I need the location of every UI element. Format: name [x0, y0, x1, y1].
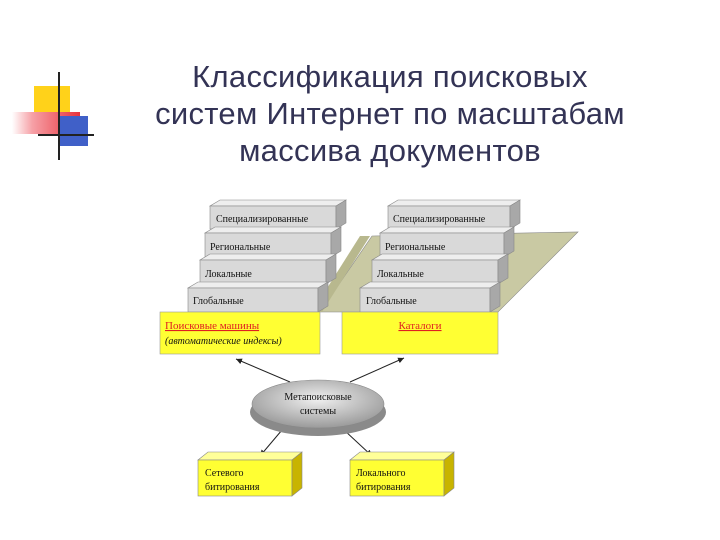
arrow-to-catalogs — [349, 357, 405, 383]
left-level-1-side — [335, 199, 347, 230]
network-cache-box-group: Сетевого битирования — [197, 451, 303, 497]
network-cache-box — [197, 459, 293, 497]
left-level-3-side — [325, 253, 337, 285]
left-level-3-label: Локальные — [205, 269, 252, 280]
meta-search-line-1: Метапоисковые — [284, 392, 352, 403]
left-level-4-top — [186, 281, 330, 289]
decor-blue-square — [58, 116, 88, 146]
network-cache-side — [291, 451, 303, 497]
left-level-2-box — [204, 232, 332, 258]
search-engines-sublabel: (автоматические индексы) — [165, 336, 282, 347]
right-level-2-side — [503, 226, 515, 258]
left-level-2-side — [330, 226, 342, 258]
right-level-4-label: Глобальные — [366, 296, 417, 307]
left-stack: Специализированные Региональные Локальны… — [159, 199, 348, 355]
catalogs-box — [341, 311, 499, 355]
network-cache-line-2: битирования — [205, 482, 260, 493]
right-level-1-label: Специализированные — [393, 214, 486, 225]
left-level-2-top — [203, 226, 343, 234]
network-cache-top — [197, 451, 303, 461]
title-line-3: массива документов — [239, 133, 541, 168]
arrow-to-local-cache — [343, 429, 373, 457]
right-level-2-top — [378, 226, 516, 234]
local-cache-box-group: Локального битирования — [349, 451, 455, 497]
right-level-3-side — [497, 253, 509, 285]
local-cache-line-1: Локального — [356, 468, 406, 479]
decor-vertical-line — [58, 72, 60, 160]
right-stack: Специализированные Региональные Локальны… — [341, 199, 522, 355]
arrow-to-search-engines — [235, 358, 291, 383]
decor-horizontal-line — [38, 134, 94, 136]
local-cache-side — [443, 451, 455, 497]
title-line-1: Классификация поисковых — [192, 59, 588, 94]
right-level-1-side — [509, 199, 521, 230]
left-level-4-label: Глобальные — [193, 296, 244, 307]
meta-search-ellipse — [251, 379, 385, 429]
left-level-1-label: Специализированные — [216, 214, 309, 225]
left-level-3-top — [198, 253, 338, 261]
right-level-4-box — [359, 287, 491, 313]
local-cache-box — [349, 459, 445, 497]
search-engines-label: Поисковые машины — [165, 320, 260, 332]
network-cache-line-1: Сетевого — [205, 468, 244, 479]
left-level-4-side — [317, 281, 329, 313]
catalogs-label: Каталоги — [398, 320, 441, 332]
right-level-2-label: Региональные — [385, 242, 446, 253]
local-cache-line-2: битирования — [356, 482, 411, 493]
arrow-to-network-cache — [259, 429, 283, 457]
right-level-1-top — [386, 199, 522, 207]
left-level-1-top — [208, 199, 348, 207]
slide-title: Классификация поисковых систем Интернет … — [90, 58, 690, 169]
meta-search-node: Метапоисковые системы — [250, 379, 386, 436]
local-cache-top — [349, 451, 455, 461]
right-level-3-top — [370, 253, 510, 261]
title-line-2: систем Интернет по масштабам — [155, 96, 625, 131]
left-level-2-label: Региональные — [210, 242, 271, 253]
right-level-4-top — [358, 281, 502, 289]
right-level-2-box — [379, 232, 505, 258]
right-level-4-side — [489, 281, 501, 313]
meta-search-line-2: системы — [300, 406, 336, 417]
search-engines-box — [159, 311, 321, 355]
right-level-3-label: Локальные — [377, 269, 424, 280]
